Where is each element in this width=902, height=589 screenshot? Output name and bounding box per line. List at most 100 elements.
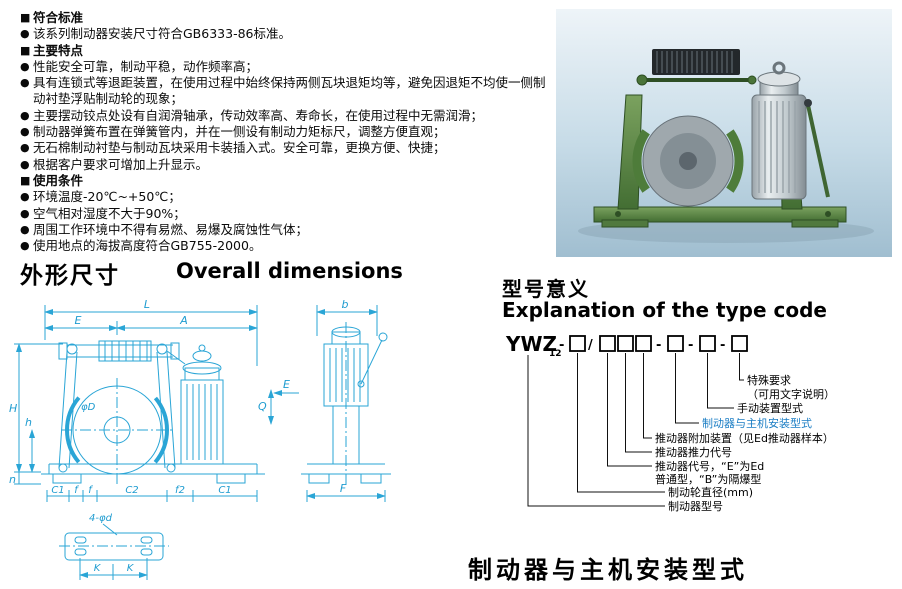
list-item: ■主要特点 — [20, 43, 552, 59]
callout-line — [707, 353, 734, 409]
dim-label-bolt-holes: 4-φd — [89, 513, 113, 524]
list-item: ●具有连锁式等退距装置，在使用过程中始终保持两侧瓦块退矩均等，避免因退矩不均使一… — [20, 75, 552, 108]
dim-label-F: F — [340, 482, 347, 495]
code-box-manual-release — [699, 335, 716, 352]
front-view — [14, 305, 265, 502]
separator-dash: - — [656, 338, 661, 353]
separator-dash: - — [559, 338, 564, 353]
callout-line — [577, 353, 665, 493]
code-box-thrust-force — [617, 335, 634, 352]
code-box-thruster-code — [599, 335, 616, 352]
base-plate-view — [59, 523, 169, 580]
dim-label-A: A — [179, 314, 188, 327]
mounting-type-heading: 制动器与主机安装型式 — [468, 556, 748, 584]
dim-label-f2: f — [88, 485, 93, 496]
code-box-special-requirements — [731, 335, 748, 352]
dot-bullet-icon: ● — [20, 141, 30, 155]
list-item-text: 环境温度-20℃~+50℃； — [33, 189, 181, 205]
dim-label-f2b: f2 — [175, 485, 185, 496]
dot-bullet-icon: ● — [20, 157, 30, 171]
dimensions-title-zh: 外形尺寸 — [20, 263, 120, 289]
code-box-mounting-type — [667, 335, 684, 352]
type-code-diagram: YWZ 12 - / - - - 特殊要求 （可用文字说明） 手动装置型式 制动… — [505, 332, 835, 513]
callout-thruster-code-note: 普通型，“B”为隔爆型 — [655, 472, 761, 486]
dim-label-L: L — [144, 298, 150, 311]
dot-bullet-icon: ● — [20, 239, 30, 253]
callout-line — [607, 353, 652, 467]
side-view — [268, 305, 391, 502]
dot-bullet-icon: ● — [20, 27, 30, 41]
list-item-text: 具有连锁式等退距装置，在使用过程中始终保持两侧瓦块退矩均等，避免因退矩不均使一侧… — [33, 75, 546, 107]
list-item-text: 使用条件 — [33, 172, 84, 188]
callout-line — [527, 355, 665, 507]
type-code-title-en: Explanation of the type code — [502, 298, 827, 322]
brake-product-photo — [556, 9, 892, 257]
list-item: ●该系列制动器安装尺寸符合GB6333-86标准。 — [20, 26, 552, 42]
dim-label-b: b — [342, 298, 349, 311]
dot-bullet-icon: ● — [20, 222, 30, 236]
list-item: ■符合标准 — [20, 10, 552, 26]
overall-dimensions-drawing: L E A H h n φD C1 f f C2 f2 C1 b Q E F 4… — [9, 298, 391, 580]
list-item-text: 无石棉制动衬垫与制动瓦块采用卡装插入式。安全可靠，更换方便、快捷； — [33, 140, 446, 156]
list-item-text: 主要特点 — [33, 42, 84, 58]
dim-label-C2: C2 — [125, 485, 138, 496]
callout-line — [675, 353, 699, 424]
dot-bullet-icon: ● — [20, 108, 30, 122]
model-subscript: 12 — [549, 349, 562, 359]
code-box-thruster-accessory — [635, 335, 652, 352]
dot-bullet-icon: ● — [20, 190, 30, 204]
dim-label-E: E — [75, 314, 82, 327]
separator-dash: - — [688, 338, 693, 353]
square-bullet-icon: ■ — [20, 11, 31, 24]
square-bullet-icon: ■ — [20, 43, 31, 57]
dim-label-h: h — [25, 416, 32, 429]
separator-slash: / — [588, 338, 593, 353]
list-item: ●性能安全可靠，制动平稳，动作频率高； — [20, 59, 552, 75]
callout-mounting-type: 制动器与主机安装型式 — [702, 416, 812, 430]
callout-line — [643, 353, 652, 439]
callout-thruster-accessory: 推动器附加装置（见Ed推动器样本） — [655, 431, 834, 445]
dot-bullet-icon: ● — [20, 59, 30, 73]
dot-bullet-icon: ● — [20, 125, 30, 139]
list-item-text: 根据客户要求可增加上升显示。 — [33, 156, 209, 172]
list-item: ●空气相对湿度不大于90%； — [20, 206, 552, 222]
code-box-wheel-diameter — [569, 335, 586, 352]
list-item: ■使用条件 — [20, 173, 552, 189]
list-item-text: 性能安全可靠，制动平稳，动作频率高； — [33, 58, 259, 74]
callout-line — [625, 353, 652, 453]
list-item-text: 主要摆动铰点处设有自润滑轴承，传动效率高、寿命长，在使用过程中无需润滑； — [33, 107, 484, 123]
dim-label-C1-right: C1 — [218, 485, 231, 496]
list-item: ●周围工作环境中不得有易燃、易爆及腐蚀性气体； — [20, 222, 552, 238]
list-item: ●使用地点的海拔高度符合GB755-2000。 — [20, 238, 552, 254]
callout-brake-model: 制动器型号 — [668, 499, 723, 513]
list-item-text: 使用地点的海拔高度符合GB755-2000。 — [33, 238, 262, 254]
list-item: ●制动器弹簧布置在弹簧管内，并在一侧设有制动力矩标尺，调整方便直观； — [20, 124, 552, 140]
callout-thruster-code: 推动器代号，“E”为Ed — [655, 459, 764, 473]
dimensions-title-en: Overall dimensions — [176, 259, 403, 283]
dim-label-K-left: K — [94, 563, 102, 574]
separator-dash: - — [720, 338, 725, 353]
callout-thrust-force: 推动器推力代号 — [655, 445, 732, 459]
callout-wheel-diameter: 制动轮直径(mm) — [668, 485, 753, 499]
list-item: ●根据客户要求可增加上升显示。 — [20, 157, 552, 173]
dim-label-H: H — [9, 402, 17, 415]
dim-label-C1-left: C1 — [51, 485, 64, 496]
callout-line — [739, 353, 744, 381]
list-item-text: 周围工作环境中不得有易燃、易爆及腐蚀性气体； — [33, 221, 309, 237]
dot-bullet-icon: ● — [20, 206, 30, 220]
list-item-text: 符合标准 — [33, 10, 84, 25]
square-bullet-icon: ■ — [20, 173, 31, 187]
type-code-title-zh: 型号意义 — [502, 277, 590, 301]
dot-bullet-icon: ● — [20, 76, 30, 90]
dim-label-E-arrow: E — [283, 378, 290, 391]
list-item: ●无石棉制动衬垫与制动瓦块采用卡装插入式。安全可靠，更换方便、快捷； — [20, 140, 552, 156]
dim-label-K-right: K — [127, 563, 135, 574]
dim-label-Q: Q — [258, 400, 267, 413]
model-prefix: YWZ — [505, 332, 557, 356]
list-item-text: 制动器弹簧布置在弹簧管内，并在一侧设有制动力矩标尺，调整方便直观； — [33, 124, 446, 140]
dim-label-f1: f — [74, 485, 79, 496]
list-item-text: 该系列制动器安装尺寸符合GB6333-86标准。 — [33, 26, 291, 42]
list-item: ●环境温度-20℃~+50℃； — [20, 189, 552, 205]
list-item: ●主要摆动铰点处设有自润滑轴承，传动效率高、寿命长，在使用过程中无需润滑； — [20, 108, 552, 124]
